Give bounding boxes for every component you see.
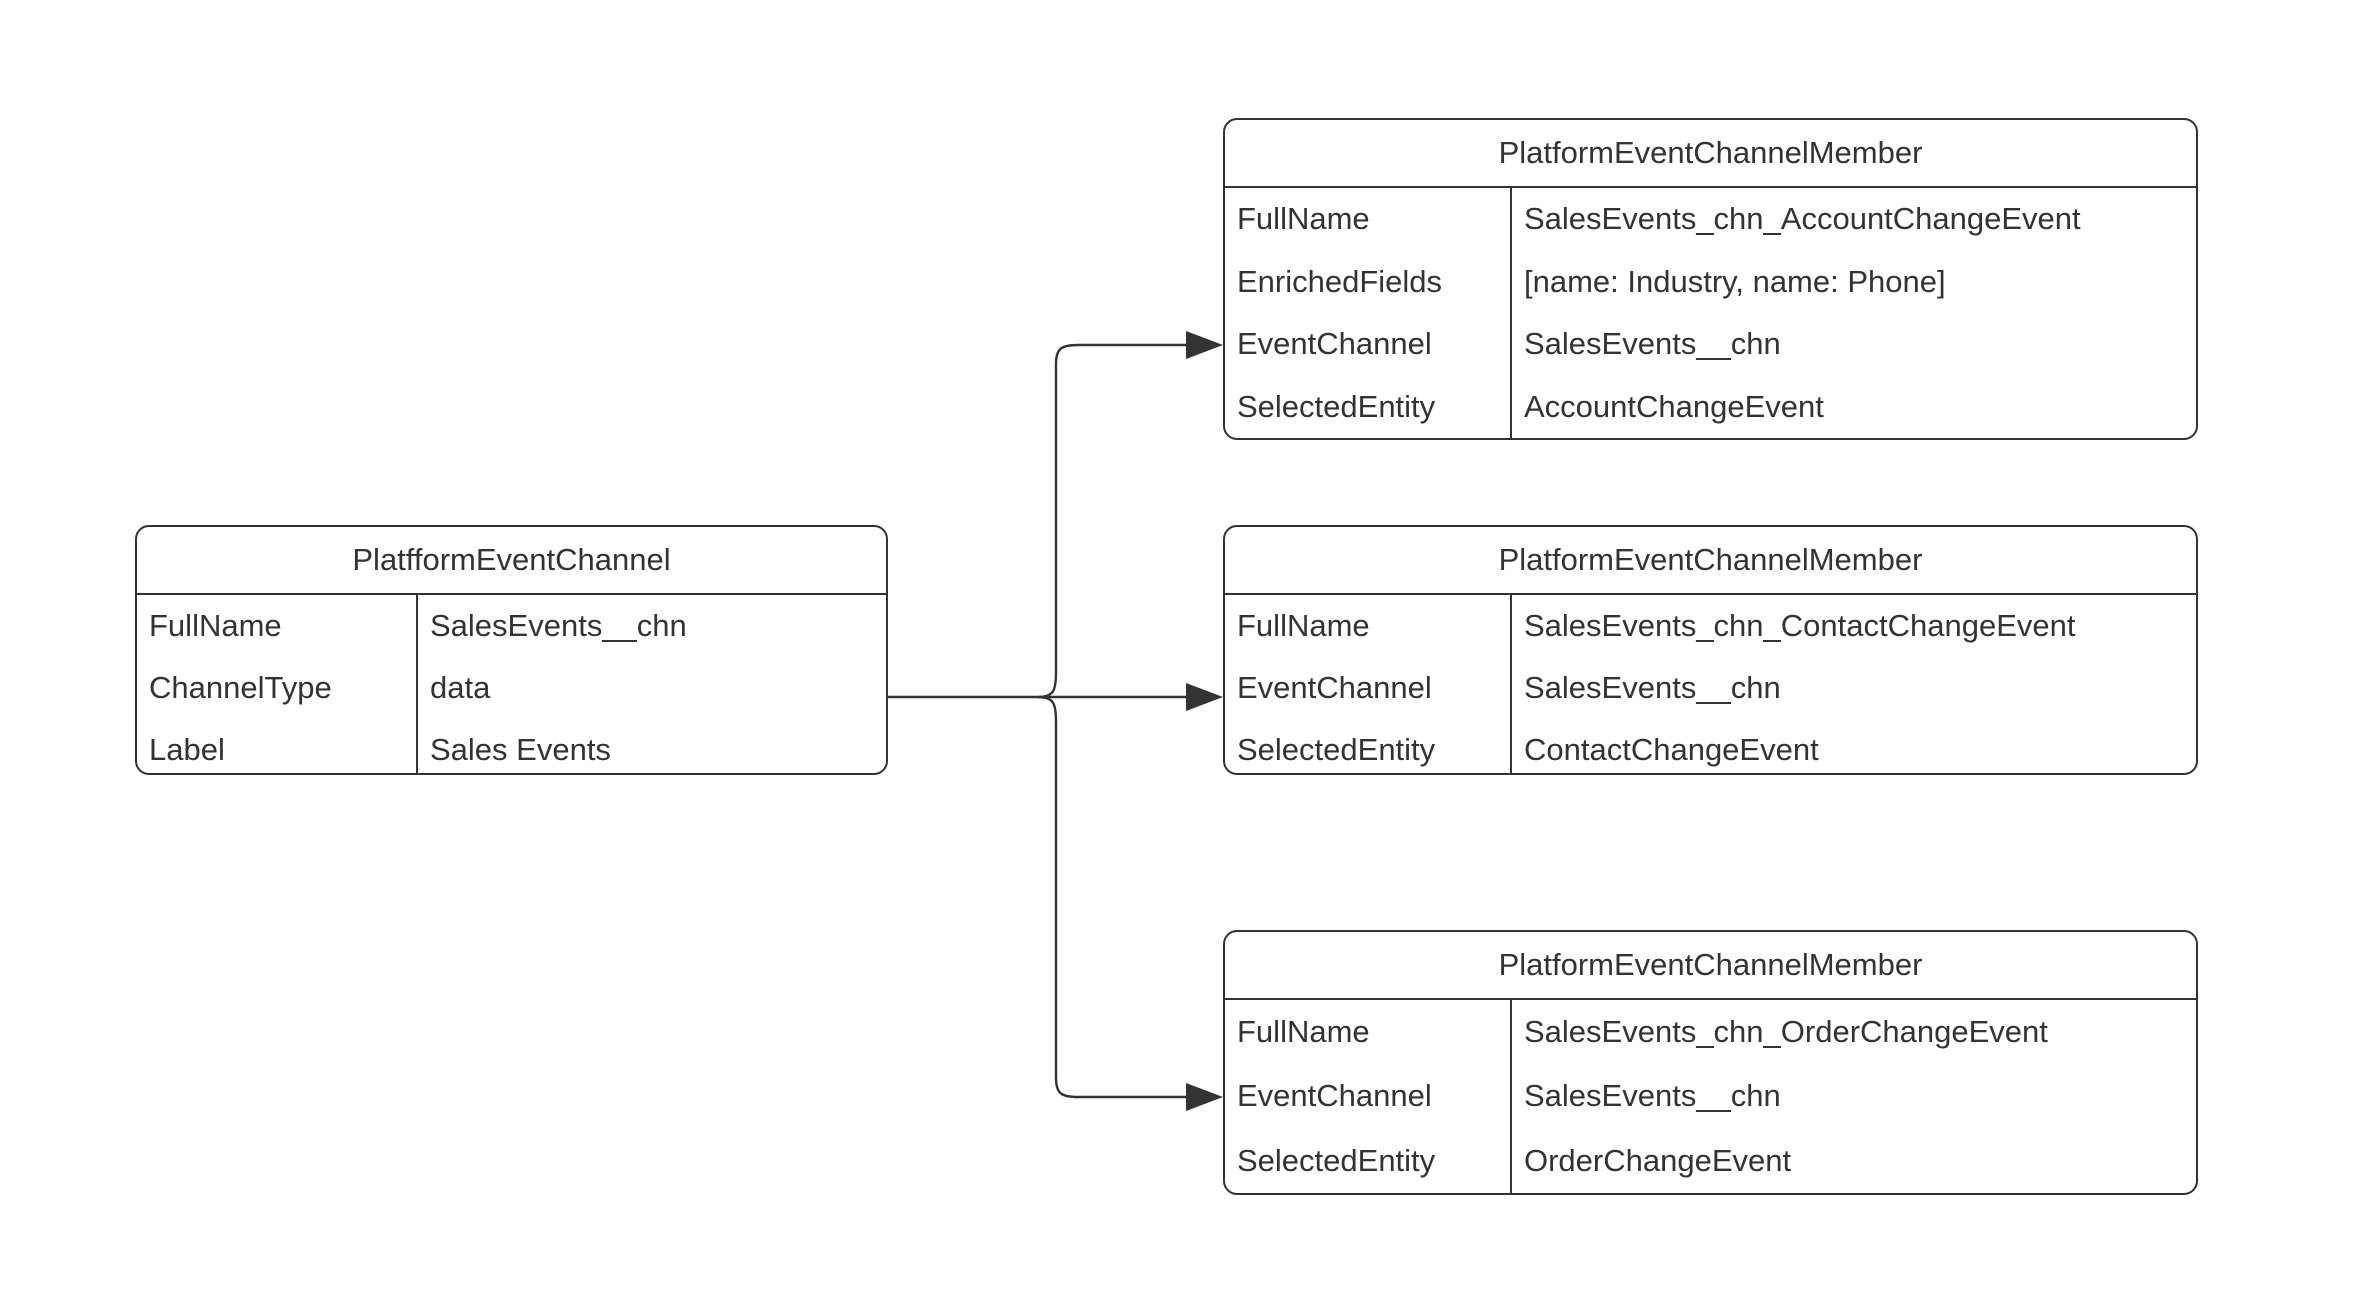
field-key: FullName bbox=[1225, 188, 1512, 251]
field-value: AccountChangeEvent bbox=[1524, 388, 1824, 424]
entity-field-row: FullName SalesEvents_chn_AccountChangeEv… bbox=[1225, 188, 2196, 251]
entity-field-row: SelectedEntity ContactChangeEvent bbox=[1225, 719, 2196, 773]
entity-title: PlatformEventChannelMember bbox=[1225, 932, 2196, 1000]
entity-title: PlatformEventChannelMember bbox=[1225, 527, 2196, 595]
edge-to-order-member bbox=[1037, 695, 1190, 1099]
field-key: ChannelType bbox=[137, 657, 418, 719]
entity-field-row: Label Sales Events bbox=[137, 719, 886, 773]
field-value: SalesEvents_chn_OrderChangeEvent bbox=[1524, 1014, 2048, 1050]
edge-to-account-member bbox=[1037, 343, 1190, 699]
field-value: SalesEvents_chn_ContactChangeEvent bbox=[1524, 608, 2076, 643]
field-value: SalesEvents__chn bbox=[1524, 670, 1781, 705]
entity-field-row: FullName SalesEvents__chn bbox=[137, 595, 886, 657]
field-key: EventChannel bbox=[1225, 1064, 1512, 1129]
field-key: FullName bbox=[1225, 1000, 1512, 1065]
entity-field-row: FullName SalesEvents_chn_ContactChangeEv… bbox=[1225, 595, 2196, 657]
field-key: EventChannel bbox=[1225, 657, 1512, 719]
entity-title: PlatformEventChannelMember bbox=[1225, 120, 2196, 188]
field-key: FullName bbox=[137, 595, 418, 657]
entity-field-row: EnrichedFields [name: Industry, name: Ph… bbox=[1225, 250, 2196, 313]
field-value: [name: Industry, name: Phone] bbox=[1524, 263, 1946, 299]
entity-field-table: FullName SalesEvents_chn_AccountChangeEv… bbox=[1225, 188, 2196, 438]
entity-node-member-account-change-event[interactable]: PlatformEventChannelMember FullName Sale… bbox=[1223, 118, 2198, 440]
field-value: ContactChangeEvent bbox=[1524, 732, 1819, 767]
entity-field-row: EventChannel SalesEvents__chn bbox=[1225, 1064, 2196, 1129]
field-key: SelectedEntity bbox=[1225, 719, 1512, 773]
field-key: Label bbox=[137, 719, 418, 773]
entity-field-row: SelectedEntity OrderChangeEvent bbox=[1225, 1128, 2196, 1193]
entity-node-member-order-change-event[interactable]: PlatformEventChannelMember FullName Sale… bbox=[1223, 930, 2198, 1195]
arrow-head-order-member bbox=[1186, 1083, 1223, 1111]
entity-title: PlatfformEventChannel bbox=[137, 527, 886, 595]
field-key: EnrichedFields bbox=[1225, 250, 1512, 313]
entity-node-platform-event-channel[interactable]: PlatfformEventChannel FullName SalesEven… bbox=[135, 525, 888, 775]
field-value: data bbox=[430, 670, 491, 705]
arrow-head-contact-member bbox=[1186, 683, 1223, 711]
entity-field-table: FullName SalesEvents_chn_ContactChangeEv… bbox=[1225, 595, 2196, 773]
entity-field-table: FullName SalesEvents_chn_OrderChangeEven… bbox=[1225, 1000, 2196, 1193]
field-key: SelectedEntity bbox=[1225, 375, 1512, 438]
entity-field-row: EventChannel SalesEvents__chn bbox=[1225, 657, 2196, 719]
field-value: Sales Events bbox=[430, 732, 611, 767]
entity-field-row: ChannelType data bbox=[137, 657, 886, 719]
entity-field-row: EventChannel SalesEvents__chn bbox=[1225, 313, 2196, 376]
field-value: SalesEvents__chn bbox=[430, 608, 687, 643]
entity-field-table: FullName SalesEvents__chn ChannelType da… bbox=[137, 595, 886, 773]
field-key: EventChannel bbox=[1225, 313, 1512, 376]
entity-node-member-contact-change-event[interactable]: PlatformEventChannelMember FullName Sale… bbox=[1223, 525, 2198, 775]
field-key: FullName bbox=[1225, 595, 1512, 657]
arrow-head-account-member bbox=[1186, 331, 1223, 359]
entity-field-row: SelectedEntity AccountChangeEvent bbox=[1225, 375, 2196, 438]
field-value: SalesEvents_chn_AccountChangeEvent bbox=[1524, 201, 2081, 237]
field-value: OrderChangeEvent bbox=[1524, 1142, 1792, 1178]
field-value: SalesEvents__chn bbox=[1524, 326, 1781, 362]
entity-field-row: FullName SalesEvents_chn_OrderChangeEven… bbox=[1225, 1000, 2196, 1065]
field-key: SelectedEntity bbox=[1225, 1128, 1512, 1193]
field-value: SalesEvents__chn bbox=[1524, 1078, 1781, 1114]
